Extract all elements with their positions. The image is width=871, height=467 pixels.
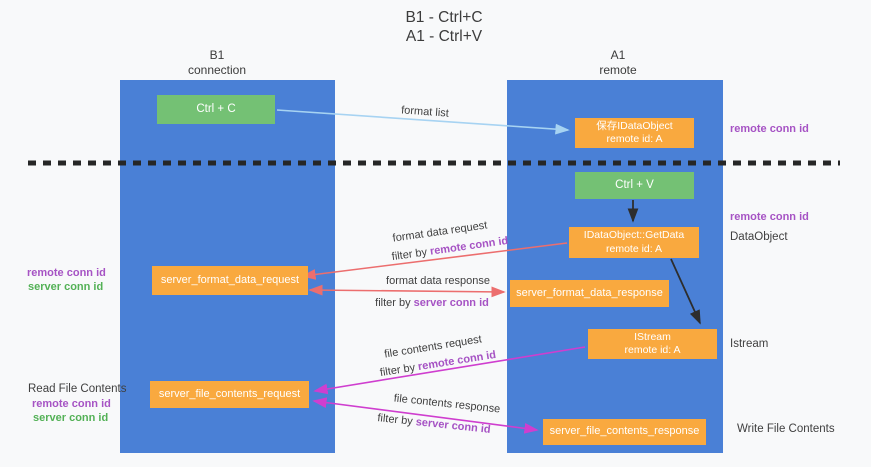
right-column-header: A1 remote [599, 48, 636, 78]
right-column-name: A1 [610, 48, 626, 62]
ctrl-c-box: Ctrl + C [157, 95, 275, 124]
server-format-data-request-box: server_format_data_request [152, 266, 308, 295]
format-data-request-arrow [301, 242, 568, 280]
save-idataobject-line2: remote id: A [606, 133, 663, 145]
server-format-data-request-label: server_format_data_request [160, 273, 300, 286]
istream-line2: remote id: A [624, 344, 681, 356]
read-file-contents-label: Read File Contents [28, 383, 127, 395]
left-column-header: B1 connection [188, 48, 246, 78]
filter-by-text: filter by [375, 297, 411, 309]
ctrl-v-box: Ctrl + V [575, 172, 694, 199]
left-column-name: B1 [209, 48, 225, 62]
istream-line1: IStream [634, 330, 671, 343]
istream-box: IStream remote id: A [588, 329, 717, 359]
ctrl-c-label: Ctrl + C [196, 103, 236, 116]
left-column-role: connection [187, 63, 247, 77]
save-idataobject-line1: 保存IDataObject [596, 119, 673, 132]
server-format-data-response-label: server_format_data_response [516, 286, 663, 299]
format-data-response-arrow [308, 284, 506, 298]
left-bottom-remote-conn-id-label: remote conn id [32, 398, 111, 410]
getdata-line1: IDataObject::GetData [583, 229, 685, 242]
server-file-contents-response-box: server_file_contents_response [543, 419, 706, 445]
getdata-line2: remote id: A [605, 242, 663, 255]
title-line-1: B1 - Ctrl+C [405, 9, 483, 26]
server-file-contents-request-box: server_file_contents_request [150, 381, 309, 408]
server-file-contents-request-label: server_file_contents_request [158, 387, 301, 400]
right-column-role: remote [599, 63, 637, 77]
file-contents-request-arrow [313, 346, 586, 395]
left-server-conn-id-label: server conn id [28, 281, 104, 293]
server-format-data-response-box: server_format_data_response [510, 280, 669, 307]
write-file-contents-label: Write File Contents [737, 423, 835, 435]
ctrl-v-label: Ctrl + V [615, 179, 654, 192]
server-conn-id-text: server conn id [413, 297, 489, 309]
format-list-arrow [276, 109, 570, 135]
file-contents-response-arrow [312, 397, 539, 434]
getdata-to-istream-arrow [670, 258, 701, 325]
format-data-response-label: format data response [386, 275, 490, 287]
format-response-filter-label: filter by server conn id [375, 297, 489, 309]
diagram-title: B1 - Ctrl+C A1 - Ctrl+V [405, 8, 482, 46]
remote-conn-id-top-label: remote conn id [730, 123, 809, 135]
title-line-2: A1 - Ctrl+V [405, 28, 483, 45]
remote-conn-id-mid-label: remote conn id [730, 211, 809, 223]
dataobject-label: DataObject [730, 231, 788, 243]
server-file-contents-response-label: server_file_contents_response [549, 425, 700, 438]
left-bottom-server-conn-id-label: server conn id [33, 412, 109, 424]
idataobject-getdata-box: IDataObject::GetData remote id: A [569, 227, 699, 258]
istream-side-label: Istream [730, 338, 769, 350]
save-idataobject-box: 保存IDataObject remote id: A [575, 118, 694, 148]
left-remote-conn-id-label: remote conn id [27, 267, 106, 279]
